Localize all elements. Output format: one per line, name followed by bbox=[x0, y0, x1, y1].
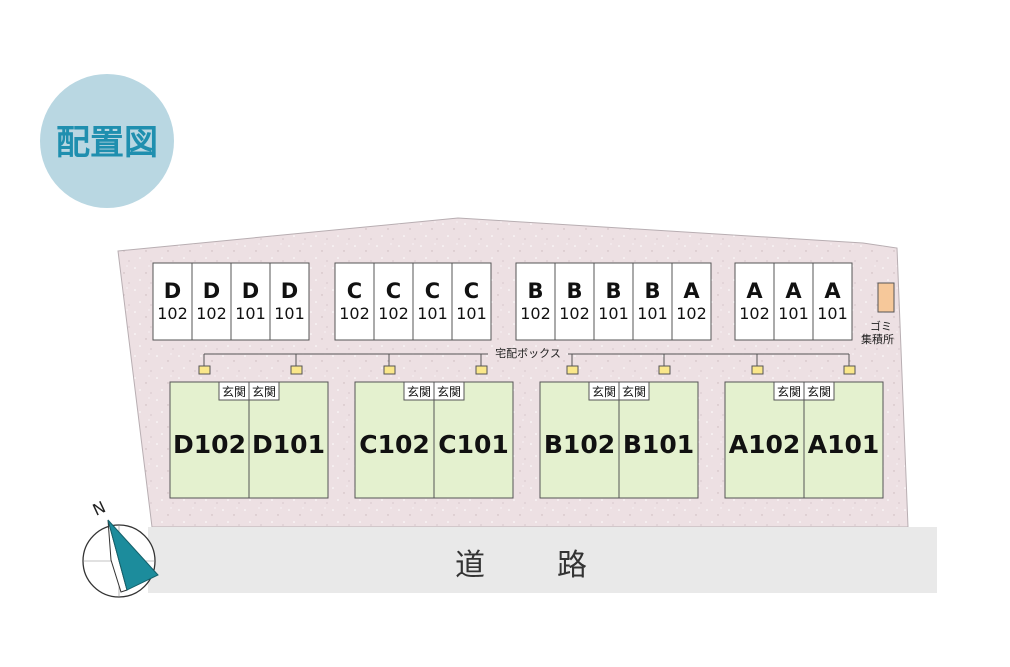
unit-block bbox=[248, 381, 329, 499]
parking-space bbox=[671, 262, 712, 341]
unit-label: C101 bbox=[438, 430, 509, 459]
delivery-box bbox=[751, 365, 764, 375]
parking-letter: C bbox=[464, 279, 479, 303]
parking-number: 102 bbox=[157, 304, 188, 323]
delivery-box bbox=[383, 365, 396, 375]
parking-space bbox=[412, 262, 453, 341]
unit-block bbox=[354, 381, 435, 499]
unit-label: B102 bbox=[544, 430, 615, 459]
parking-letter: D bbox=[281, 279, 298, 303]
page-title: 配置図 bbox=[56, 123, 158, 163]
compass: N bbox=[82, 497, 159, 598]
parking-number: 101 bbox=[817, 304, 848, 323]
unit-block bbox=[803, 381, 884, 499]
parking-space bbox=[812, 262, 853, 341]
parking-space bbox=[373, 262, 414, 341]
parking-space bbox=[734, 262, 775, 341]
parking-number: 101 bbox=[235, 304, 266, 323]
garbage-label-line1: ゴミ bbox=[870, 319, 892, 333]
parking-number: 102 bbox=[559, 304, 590, 323]
parking-letter: B bbox=[527, 279, 543, 303]
parking-letter: C bbox=[425, 279, 440, 303]
garbage-label-line2: 集積所 bbox=[861, 332, 894, 346]
parking-space bbox=[334, 262, 375, 341]
entrance-label: 玄関 bbox=[407, 384, 431, 399]
delivery-box bbox=[475, 365, 488, 375]
parking-number: 102 bbox=[339, 304, 370, 323]
parking-space bbox=[191, 262, 232, 341]
unit-block bbox=[724, 381, 805, 499]
road-label: 道 路 bbox=[455, 548, 591, 583]
entrance-tag bbox=[248, 381, 280, 401]
parking-number: 102 bbox=[520, 304, 551, 323]
delivery-boxes bbox=[198, 354, 856, 375]
delivery-box bbox=[566, 365, 579, 375]
parking-number: 102 bbox=[676, 304, 707, 323]
delivery-box-bracket: 宅配ボックス bbox=[204, 346, 849, 360]
parking-letter: B bbox=[644, 279, 660, 303]
parking-number: 102 bbox=[378, 304, 409, 323]
delivery-box bbox=[198, 365, 211, 375]
parking-letter: D bbox=[203, 279, 220, 303]
parking-number: 101 bbox=[778, 304, 809, 323]
entrance-tag bbox=[618, 381, 650, 401]
delivery-box-label: 宅配ボックス bbox=[495, 346, 561, 360]
parking-number: 101 bbox=[598, 304, 629, 323]
unit-block bbox=[433, 381, 514, 499]
parking-letter: A bbox=[824, 279, 841, 303]
delivery-box bbox=[290, 365, 303, 375]
parking-space bbox=[632, 262, 673, 341]
parking-space bbox=[269, 262, 310, 341]
parking-number: 102 bbox=[196, 304, 227, 323]
delivery-box bbox=[843, 365, 856, 375]
parking-number: 101 bbox=[456, 304, 487, 323]
parking-letter: C bbox=[386, 279, 401, 303]
compass-north-label: N bbox=[90, 497, 109, 519]
parking-space bbox=[773, 262, 814, 341]
parking-letter: D bbox=[242, 279, 259, 303]
delivery-box bbox=[658, 365, 671, 375]
entrance-label: 玄関 bbox=[777, 384, 801, 399]
parking-letter: D bbox=[164, 279, 181, 303]
entrance-label: 玄関 bbox=[807, 384, 831, 399]
road bbox=[148, 527, 937, 593]
title-badge: 配置図 bbox=[40, 74, 174, 208]
parking-space bbox=[451, 262, 492, 341]
unit-label: D102 bbox=[173, 430, 246, 459]
unit-block bbox=[539, 381, 620, 499]
entrance-label: 玄関 bbox=[222, 384, 246, 399]
parking-letter: A bbox=[746, 279, 763, 303]
garbage-area-box bbox=[877, 282, 895, 313]
entrance-label: 玄関 bbox=[592, 384, 616, 399]
entrance-tag bbox=[803, 381, 835, 401]
parking-letter: C bbox=[347, 279, 362, 303]
parking-space bbox=[554, 262, 595, 341]
parking-area: D102D102D101D101C102C102C101C101B102B102… bbox=[152, 262, 853, 341]
parking-space bbox=[152, 262, 193, 341]
entrance-tag bbox=[433, 381, 465, 401]
unit-block bbox=[618, 381, 699, 499]
unit-label: C102 bbox=[359, 430, 430, 459]
parking-number: 101 bbox=[637, 304, 668, 323]
parking-number: 101 bbox=[417, 304, 448, 323]
title-circle bbox=[40, 74, 174, 208]
unit-label: B101 bbox=[623, 430, 694, 459]
entrance-label: 玄関 bbox=[252, 384, 276, 399]
parking-number: 102 bbox=[739, 304, 770, 323]
compass-needle-north-icon bbox=[107, 519, 159, 591]
entrance-label: 玄関 bbox=[437, 384, 461, 399]
unit-label: D101 bbox=[252, 430, 325, 459]
parking-letter: B bbox=[566, 279, 582, 303]
parking-letter: A bbox=[785, 279, 802, 303]
entrance-label: 玄関 bbox=[622, 384, 646, 399]
parking-space bbox=[515, 262, 556, 341]
parking-letter: B bbox=[605, 279, 621, 303]
parking-number: 101 bbox=[274, 304, 305, 323]
parking-letter: A bbox=[683, 279, 700, 303]
parking-space bbox=[230, 262, 271, 341]
unit-label: A102 bbox=[729, 430, 801, 459]
unit-label: A101 bbox=[808, 430, 880, 459]
